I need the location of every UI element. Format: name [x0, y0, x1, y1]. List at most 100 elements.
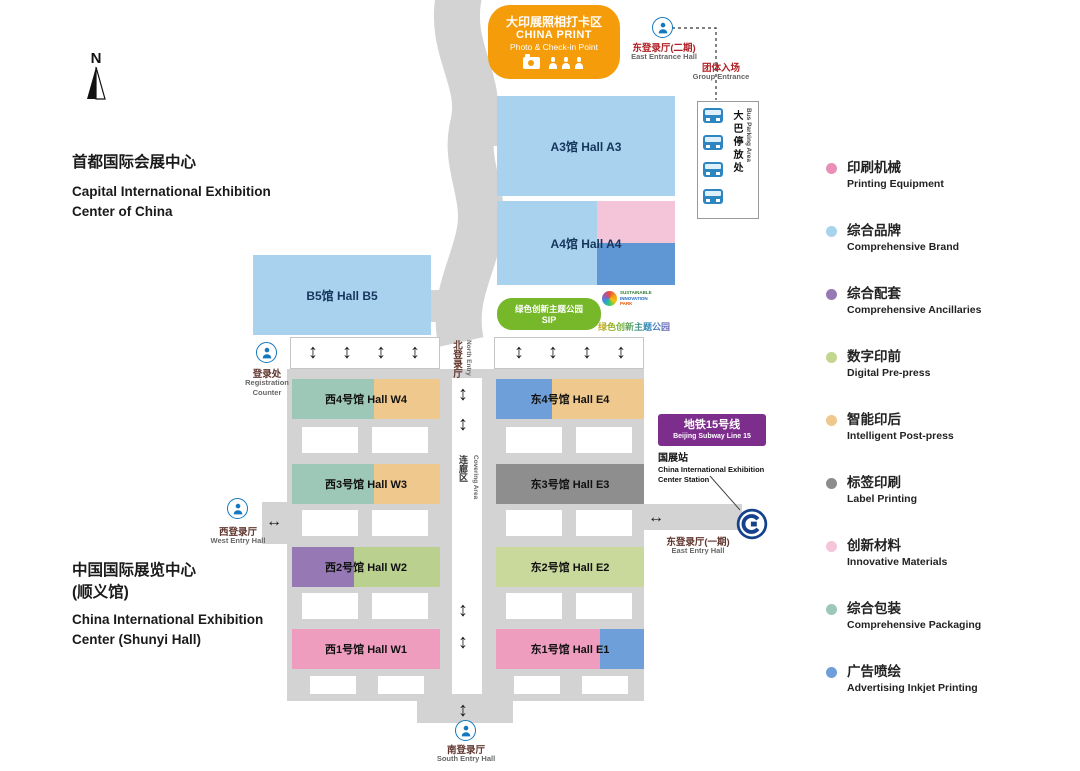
corridor-en: Covering Area [472, 455, 479, 500]
capital-venue-en-2: Center of China [72, 204, 173, 219]
sip-logo-icon [602, 290, 617, 306]
double-arrow-icon: ↕ [308, 341, 318, 363]
double-arrow-icon: ↕ [616, 341, 626, 363]
hall-e1-right-zone [600, 629, 644, 669]
hall-w4-right-zone [374, 379, 440, 419]
double-arrow-icon: ↕ [514, 341, 524, 363]
legend-en: Printing Equipment [847, 178, 944, 190]
legend-dot [826, 478, 837, 489]
bus-icon [703, 135, 723, 150]
facility-room [310, 676, 356, 694]
legend-en: Comprehensive Ancillaries [847, 304, 982, 316]
photo-point-zh: 大印展照相打卡区 [505, 15, 602, 29]
hall-a4-left-zone [497, 201, 597, 285]
legend-zh: 综合包装 [847, 601, 901, 616]
facility-room [506, 510, 562, 536]
hall-w3-right-zone [374, 464, 440, 504]
legend-item: 标签印刷 Label Printing [826, 475, 981, 506]
sip-park: 绿色创新主题公园 SIP [497, 298, 601, 330]
sip-park-abbr: SIP [541, 314, 557, 325]
facility-room [506, 593, 562, 619]
double-arrow-icon: ↕ [548, 341, 558, 363]
road-tab-b5 [427, 290, 443, 322]
legend-en: Intelligent Post-press [847, 430, 954, 442]
legend: 印刷机械 Printing Equipment 综合品牌 Comprehensi… [826, 160, 981, 695]
double-arrow-icon: ↕ [458, 413, 468, 435]
station-connector-line [709, 475, 741, 511]
hall-b5-label: B5馆 Hall B5 [306, 288, 378, 303]
person-icon [575, 57, 584, 69]
shunyi-venue-en-2: Center (Shunyi Hall) [72, 632, 202, 647]
facility-room [302, 593, 358, 619]
central-corridor [452, 378, 482, 694]
legend-en: Innovative Materials [847, 556, 948, 568]
photo-point-icons [522, 54, 586, 69]
sip-park-zh: 绿色创新主题公园 [514, 303, 583, 314]
bus-icon [703, 108, 723, 123]
hall-a4-label: A4馆 Hall A4 [550, 236, 622, 251]
subway-line-zh: 地铁15号线 [683, 419, 741, 431]
east-entrance-phase2-en: East Entrance Hall [631, 52, 697, 61]
legend-en: Label Printing [847, 493, 918, 505]
facility-room [372, 510, 428, 536]
hall-w1: 西1号馆 Hall W1 [292, 629, 440, 669]
legend-zh: 标签印刷 [847, 475, 901, 490]
double-arrow-icon: ↕ [458, 631, 468, 653]
double-arrow-icon: ↕ [458, 599, 468, 621]
registration-zh: 登录处 [252, 369, 282, 380]
west-arm [262, 502, 288, 544]
hall-e4-left-zone [496, 379, 552, 419]
hall-e3: 东3号馆 Hall E3 [496, 464, 644, 504]
north-entry-strip-east [494, 337, 644, 369]
facility-room [576, 427, 632, 453]
corridor-zh: 连廊区 [458, 455, 468, 482]
group-entrance-en: Group Entrance [692, 72, 750, 81]
hall-e3-label: 东3号馆 Hall E3 [530, 479, 610, 491]
road-tab-a4 [487, 218, 499, 252]
hall-w4: 西4号馆 Hall W4 [292, 379, 440, 419]
group-entrance-zh: 团体入场 [701, 63, 740, 74]
legend-item: 综合包装 Comprehensive Packaging [826, 601, 981, 632]
east-entrance-person-icon [652, 17, 673, 38]
compass-north-label: N [90, 50, 102, 67]
legend-dot [826, 415, 837, 426]
legend-en: Comprehensive Brand [847, 241, 960, 253]
subway-station-zh: 国展站 [658, 453, 688, 464]
legend-zh: 印刷机械 [847, 160, 901, 175]
west-entry-zh: 西登录厅 [218, 527, 257, 538]
east-entry-phase1-en: East Entry Hall [671, 546, 725, 555]
hall-a3: A3馆 Hall A3 [497, 96, 675, 196]
hall-e2-label: 东2号馆 Hall E2 [530, 562, 610, 574]
sip-logo-en-1: SUSTAINABLE [620, 290, 652, 295]
facility-room [302, 510, 358, 536]
hall-w3-label: 西3号馆 Hall W3 [325, 479, 407, 491]
subway-station-en-1: China International Exhibition [658, 465, 765, 474]
photo-checkin-point: 大印展照相打卡区 CHINA PRINT Photo & Check-in Po… [488, 5, 620, 79]
bus-parking-zh: 大巴停放处 [731, 110, 742, 175]
legend-item: 综合配套 Comprehensive Ancillaries [826, 286, 981, 317]
hall-w3: 西3号馆 Hall W3 [292, 464, 440, 504]
legend-item: 印刷机械 Printing Equipment [826, 160, 981, 191]
double-arrow-icon: ↕ [376, 341, 386, 363]
legend-dot [826, 163, 837, 174]
facility-room [576, 510, 632, 536]
double-arrow-horizontal-icon: ↔ [648, 509, 664, 526]
hall-e4-label: 东4号馆 Hall E4 [530, 394, 610, 406]
facility-room [302, 427, 358, 453]
legend-dot [826, 541, 837, 552]
hall-w2-left-zone [292, 547, 354, 587]
shunyi-venue-title: 中国国际展览中心 (顺义馆) China International Exhib… [72, 560, 263, 650]
hall-w2-right-zone [354, 547, 440, 587]
subway-line-badge: 地铁15号线 Beijing Subway Line 15 [658, 414, 766, 446]
hall-a4-bottomright-zone [597, 243, 675, 285]
legend-item: 数字印前 Digital Pre-press [826, 349, 981, 380]
legend-zh: 综合配套 [847, 286, 901, 301]
hall-e4: 东4号馆 Hall E4 [496, 379, 644, 419]
hall-e2: 东2号馆 Hall E2 [496, 547, 644, 587]
legend-item: 广告喷绘 Advertising Inkjet Printing [826, 664, 981, 695]
legend-zh: 综合品牌 [847, 223, 901, 238]
hall-e1-left-zone [496, 629, 600, 669]
legend-zh: 智能印后 [847, 412, 901, 427]
legend-zh: 创新材料 [847, 538, 901, 553]
group-entrance-dashed-path [672, 27, 717, 100]
